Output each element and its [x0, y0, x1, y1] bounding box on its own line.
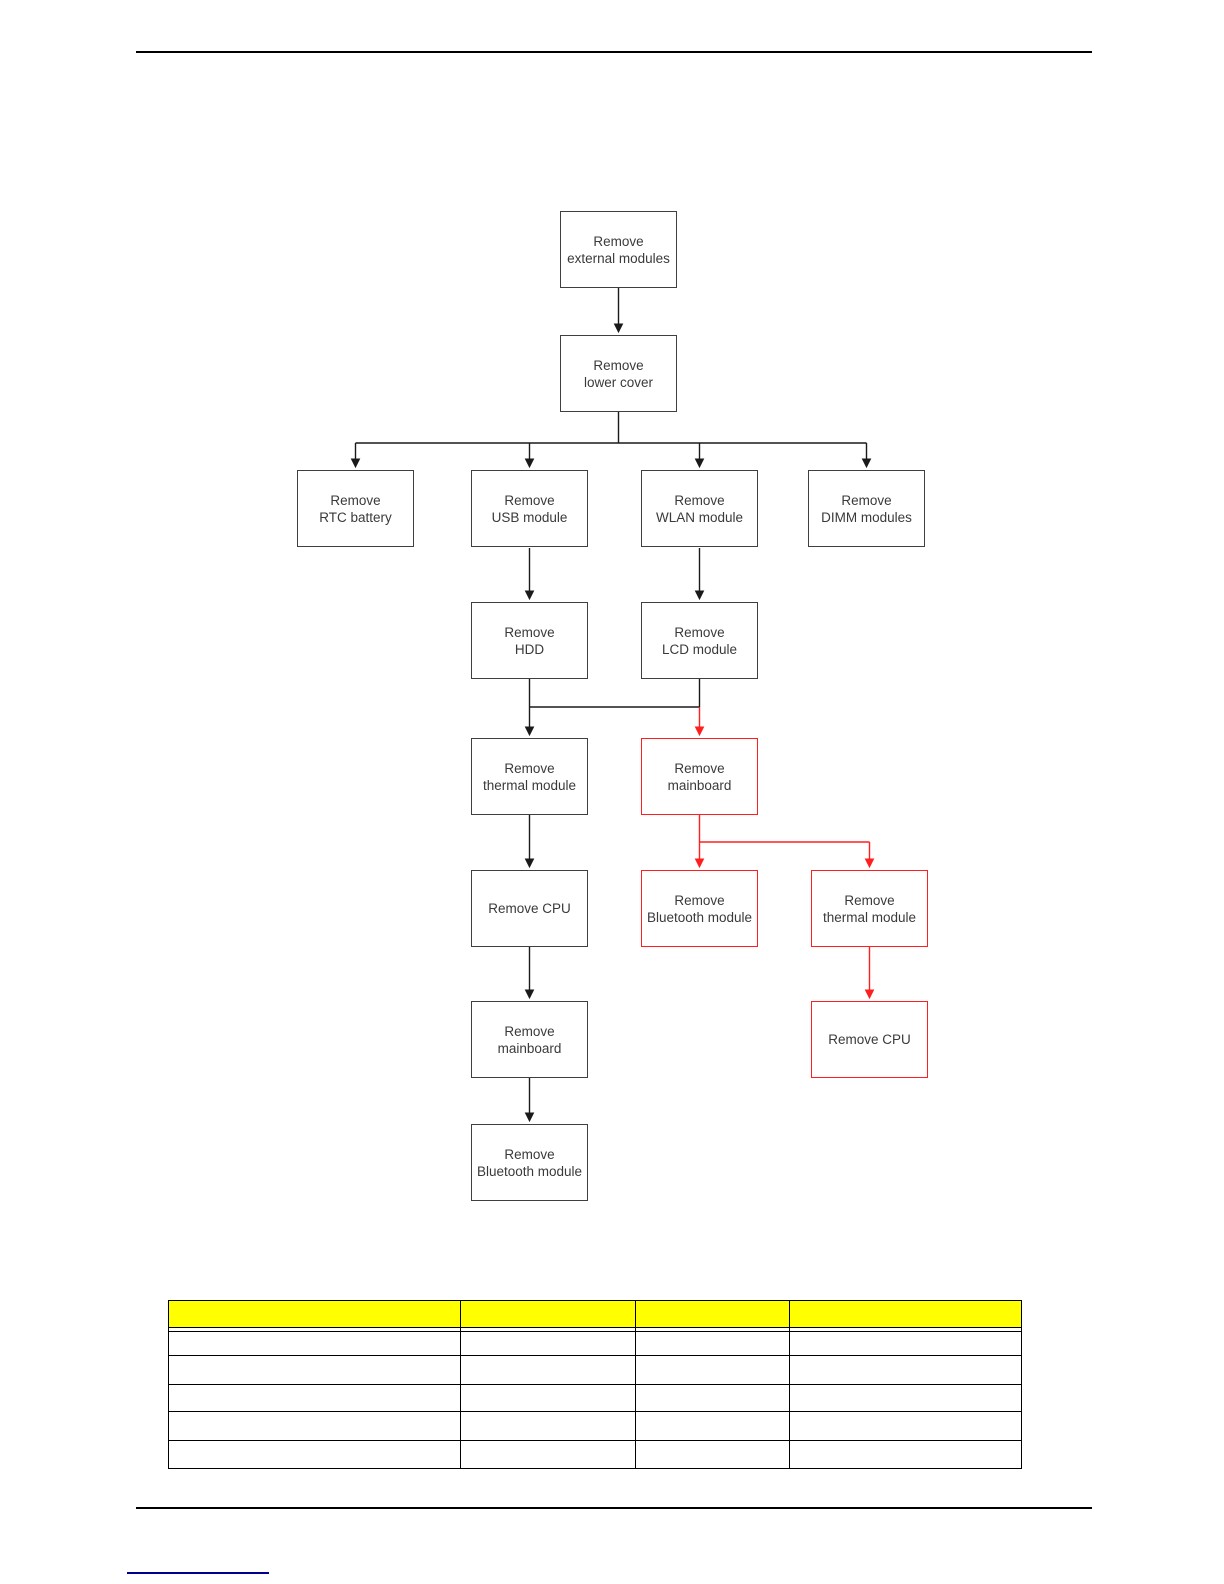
flow-box-label: Remove [841, 492, 892, 508]
flow-box-remove-mainboard: Remove mainboard [471, 1001, 588, 1078]
flow-box-label: Remove [504, 1023, 555, 1039]
table-header-cell [635, 1300, 790, 1328]
table-cell [635, 1440, 790, 1469]
flow-box-remove-bluetooth-module-alt: Remove Bluetooth module [641, 870, 758, 947]
flow-box-label: Remove [593, 357, 644, 373]
flow-box-remove-external-modules: Remove external modules [560, 211, 677, 288]
footer-rule [136, 1507, 1092, 1509]
table-header-cell [789, 1300, 1022, 1328]
flow-box-remove-bluetooth-module: Remove Bluetooth module [471, 1124, 588, 1201]
table-cell [789, 1440, 1022, 1469]
table-cell [460, 1355, 636, 1385]
flow-box-label: Remove [504, 1146, 555, 1162]
table-cell [168, 1411, 461, 1441]
table-row [168, 1331, 1022, 1356]
table-cell [168, 1331, 461, 1356]
flow-box-remove-rtc-battery: Remove RTC battery [297, 470, 414, 547]
flow-box-label: Remove [674, 492, 725, 508]
flow-box-label: HDD [514, 641, 545, 657]
flow-box-label: lower cover [583, 374, 654, 390]
parts-table [168, 1300, 1022, 1469]
table-cell [635, 1384, 790, 1412]
table-header-cell [168, 1300, 461, 1328]
flow-box-label: Remove [593, 233, 644, 249]
table-cell [789, 1384, 1022, 1412]
flow-box-label: mainboard [497, 1040, 562, 1056]
table-cell [168, 1384, 461, 1412]
table-cell [460, 1440, 636, 1469]
flow-box-label: Remove [504, 492, 555, 508]
flow-box-remove-mainboard-alt: Remove mainboard [641, 738, 758, 815]
flow-box-remove-wlan-module: Remove WLAN module [641, 470, 758, 547]
table-cell [635, 1355, 790, 1385]
flow-box-remove-cpu: Remove CPU [471, 870, 588, 947]
flow-box-remove-hdd: Remove HDD [471, 602, 588, 679]
flow-box-remove-thermal-module-alt: Remove thermal module [811, 870, 928, 947]
table-cell [789, 1411, 1022, 1441]
flow-box-label: LCD module [661, 641, 738, 657]
flow-box-label: USB module [491, 509, 568, 525]
flow-box-label: mainboard [667, 777, 732, 793]
flow-box-label: external modules [567, 250, 670, 266]
flow-box-remove-dimm-modules: Remove DIMM modules [808, 470, 925, 547]
table-cell [460, 1411, 636, 1441]
flow-box-label: Remove [674, 760, 725, 776]
flow-box-label: Remove [504, 624, 555, 640]
flow-box-label: Remove CPU [828, 1032, 911, 1047]
flow-box-label: Bluetooth module [646, 909, 753, 925]
flow-box-remove-lcd-module: Remove LCD module [641, 602, 758, 679]
table-row [168, 1355, 1022, 1385]
flow-box-remove-cpu-alt: Remove CPU [811, 1001, 928, 1078]
flow-box-remove-lower-cover: Remove lower cover [560, 335, 677, 412]
table-row [168, 1384, 1022, 1412]
flow-box-label: Remove CPU [488, 901, 571, 916]
flow-box-label: Remove [504, 760, 555, 776]
table-cell [789, 1355, 1022, 1385]
flow-box-remove-usb-module: Remove USB module [471, 470, 588, 547]
flow-box-label: Remove [844, 892, 895, 908]
flow-box-remove-thermal-module: Remove thermal module [471, 738, 588, 815]
header-rule [136, 51, 1092, 53]
table-cell [789, 1331, 1022, 1356]
flow-box-label: thermal module [822, 909, 917, 925]
table-header-cell [460, 1300, 636, 1328]
flow-box-label: WLAN module [655, 509, 744, 525]
flow-box-label: DIMM modules [821, 509, 912, 525]
flow-box-label: Remove [330, 492, 381, 508]
table-cell [635, 1331, 790, 1356]
table-cell [635, 1411, 790, 1441]
table-cell [460, 1331, 636, 1356]
footer-link[interactable] [127, 1572, 269, 1574]
flow-box-label: thermal module [482, 777, 577, 793]
flow-box-label: Remove [674, 892, 725, 908]
flow-box-label: Bluetooth module [476, 1163, 583, 1179]
table-row [168, 1411, 1022, 1441]
flow-box-label: Remove [674, 624, 725, 640]
table-cell [168, 1355, 461, 1385]
table-row [168, 1440, 1022, 1469]
table-header-row [168, 1300, 1022, 1328]
table-cell [460, 1384, 636, 1412]
flow-box-label: RTC battery [319, 509, 392, 525]
table-cell [168, 1440, 461, 1469]
